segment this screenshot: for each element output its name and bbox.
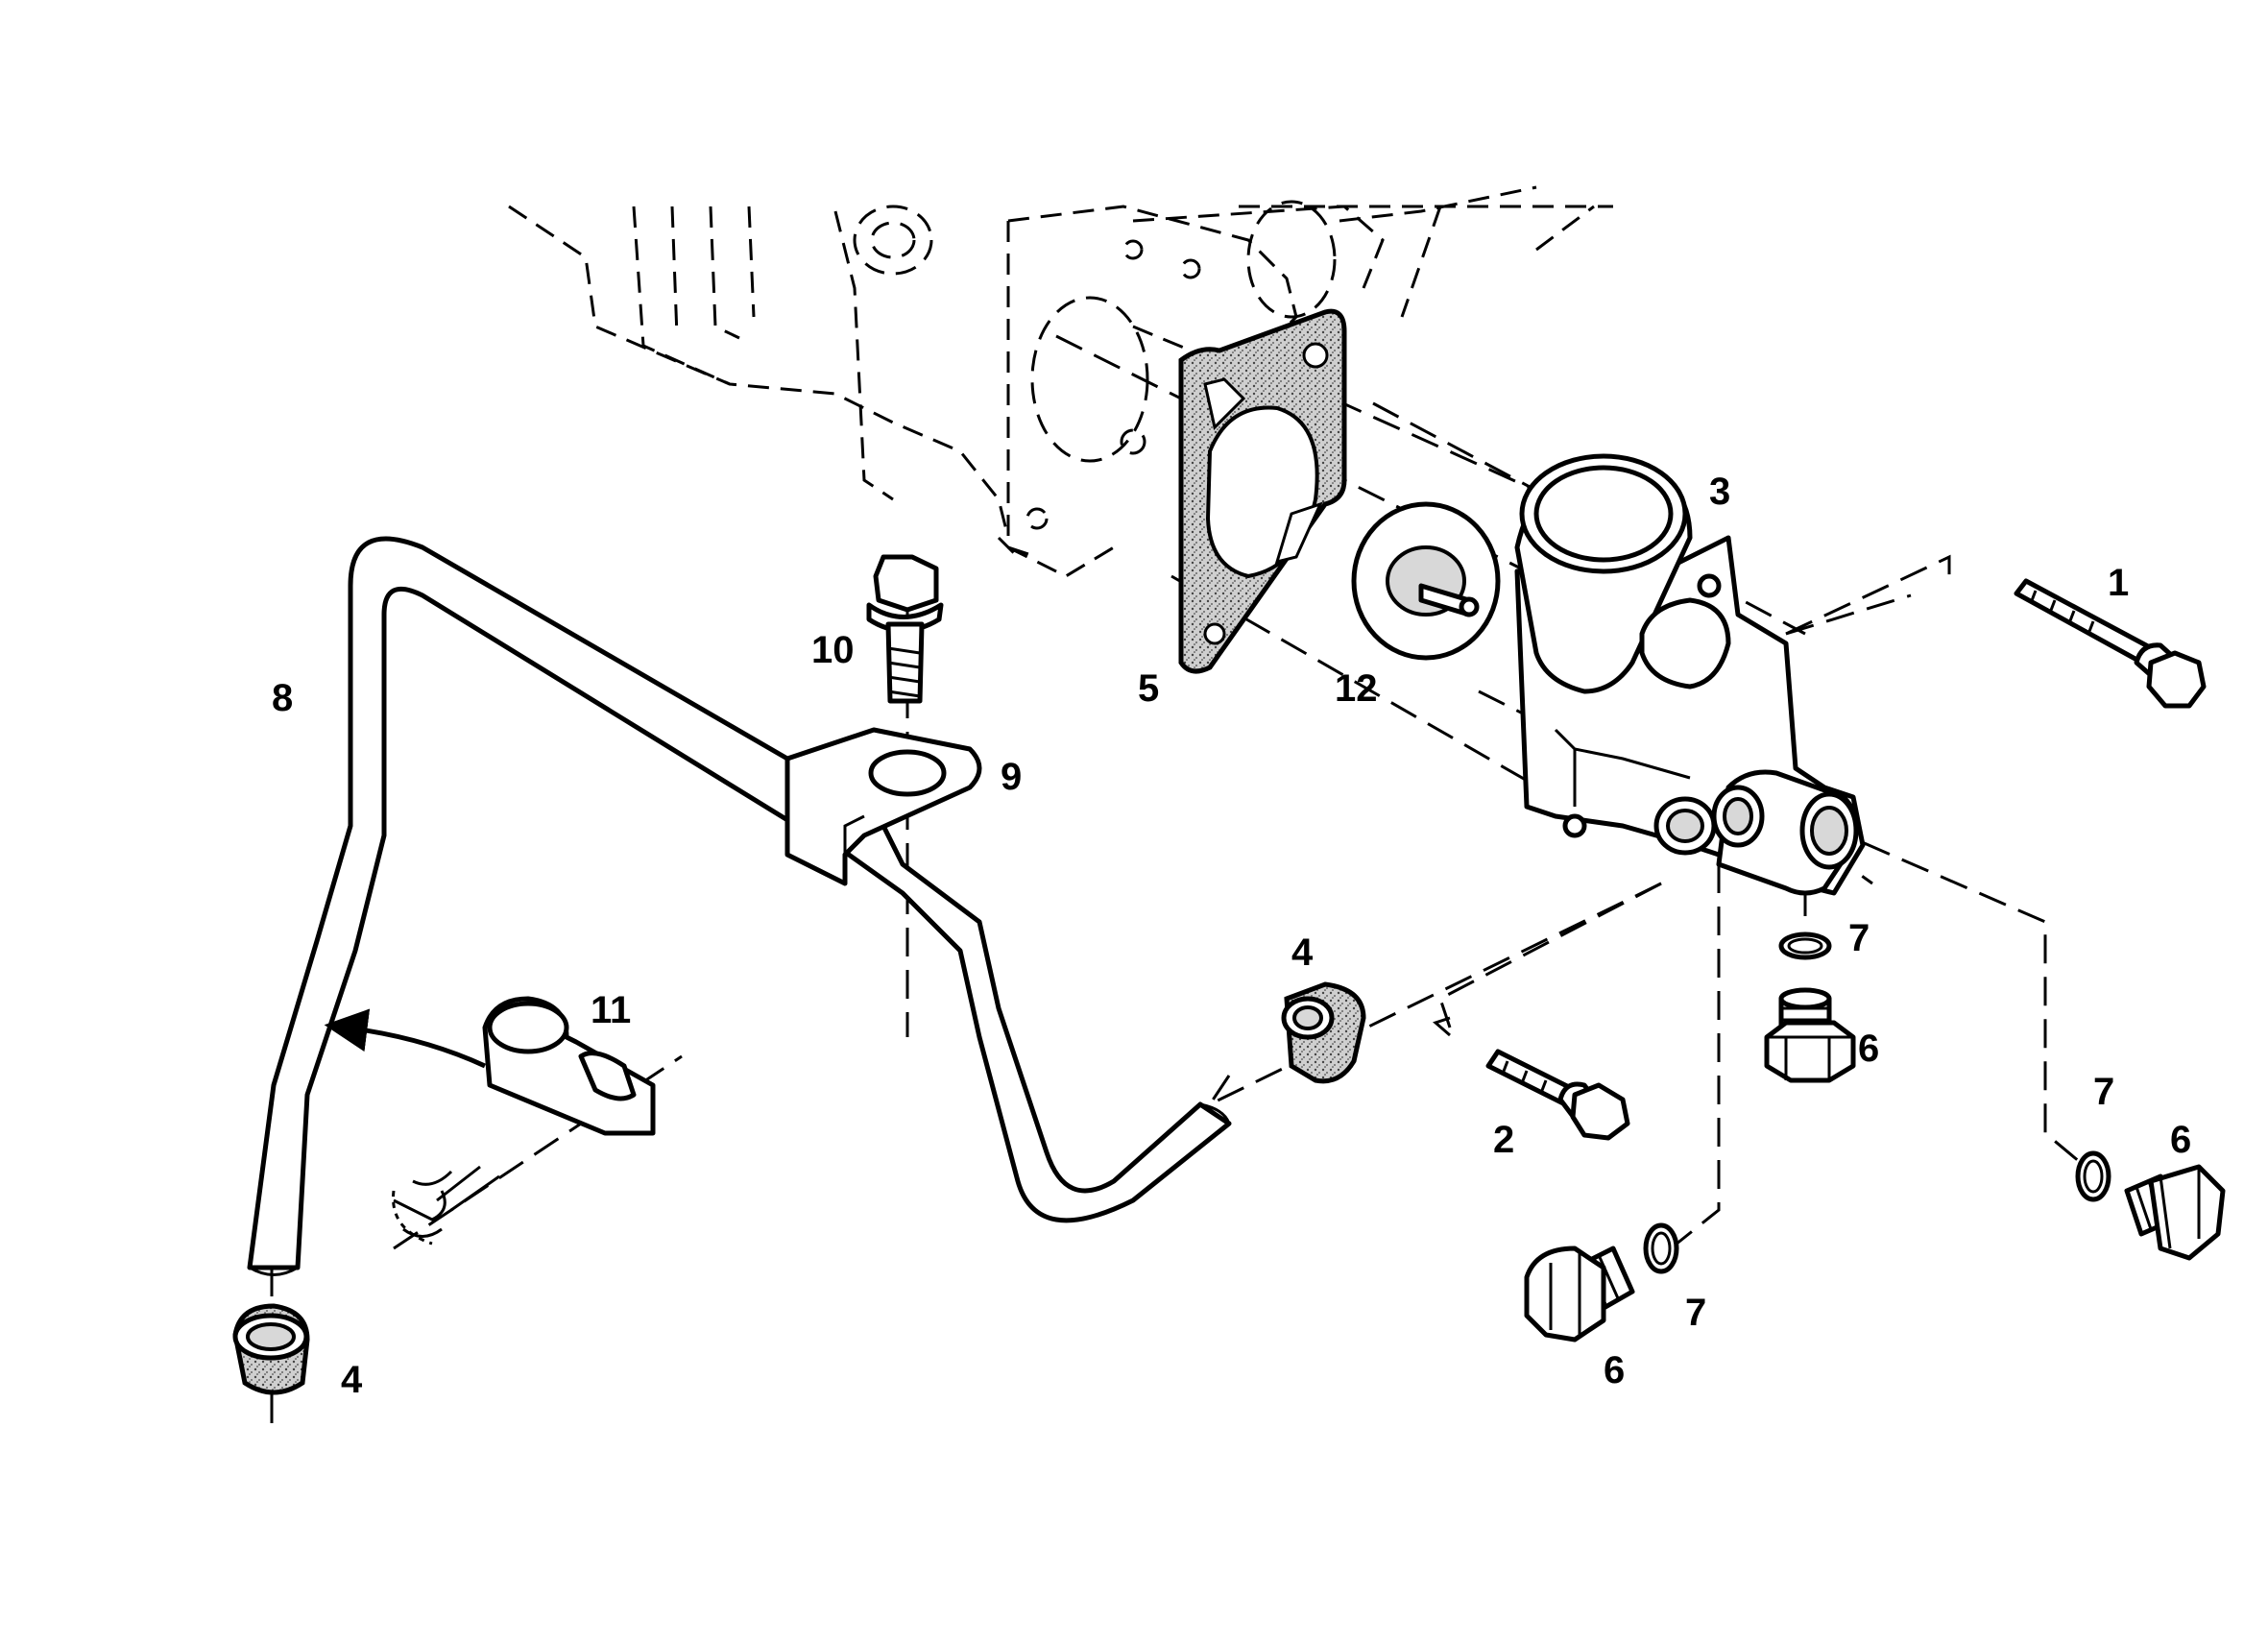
callout-6-b: 6 <box>2170 1119 2191 1161</box>
clamp-part-9 <box>784 727 982 886</box>
callout-12: 12 <box>1335 667 1378 710</box>
seal-ring-part-7-a <box>1778 931 1832 960</box>
plug-part-6-c <box>1524 1246 1635 1343</box>
plug-part-6-a <box>1764 987 1856 1083</box>
callout-6-c: 6 <box>1604 1349 1625 1391</box>
engine-block-ghost <box>508 185 1613 578</box>
callout-8: 8 <box>272 677 293 719</box>
callout-11: 11 <box>591 989 631 1031</box>
callout-5: 5 <box>1138 667 1159 710</box>
sleeve-part-4-lower <box>232 1303 310 1395</box>
bolt-part-1 <box>2014 578 2207 709</box>
thermostat-part-12 <box>1351 501 1501 661</box>
bolt-part-2 <box>1433 1016 1630 1141</box>
callout-2: 2 <box>1493 1119 1514 1161</box>
gasket-part-5 <box>1178 308 1347 674</box>
callout-3: 3 <box>1709 471 1730 513</box>
callout-9: 9 <box>1001 756 1022 798</box>
seal-ring-part-7-c <box>1643 1222 1679 1274</box>
callout-10: 10 <box>811 629 855 671</box>
callout-6-a: 6 <box>1858 1028 1879 1070</box>
hose-part-8 <box>247 536 1232 1276</box>
bolt-part-10 <box>866 554 944 704</box>
sleeve-part-4-upper <box>1281 981 1366 1084</box>
seal-ring-part-7-b <box>2075 1150 2111 1202</box>
callout-7-b: 7 <box>2093 1071 2114 1113</box>
p-clip-part-11 <box>324 996 656 1246</box>
callout-4-lower: 4 <box>341 1359 363 1401</box>
thermostat-housing-part-3 <box>1514 453 1866 896</box>
callout-4-upper: 4 <box>1291 931 1314 974</box>
callout-7-a: 7 <box>1848 917 1870 959</box>
callout-7-c: 7 <box>1685 1292 1706 1334</box>
plug-part-6-b <box>2124 1164 2226 1261</box>
callout-labels: 1 2 3 4 4 5 6 6 6 7 7 7 8 9 10 11 12 <box>272 471 2191 1401</box>
callout-1: 1 <box>2108 562 2129 604</box>
